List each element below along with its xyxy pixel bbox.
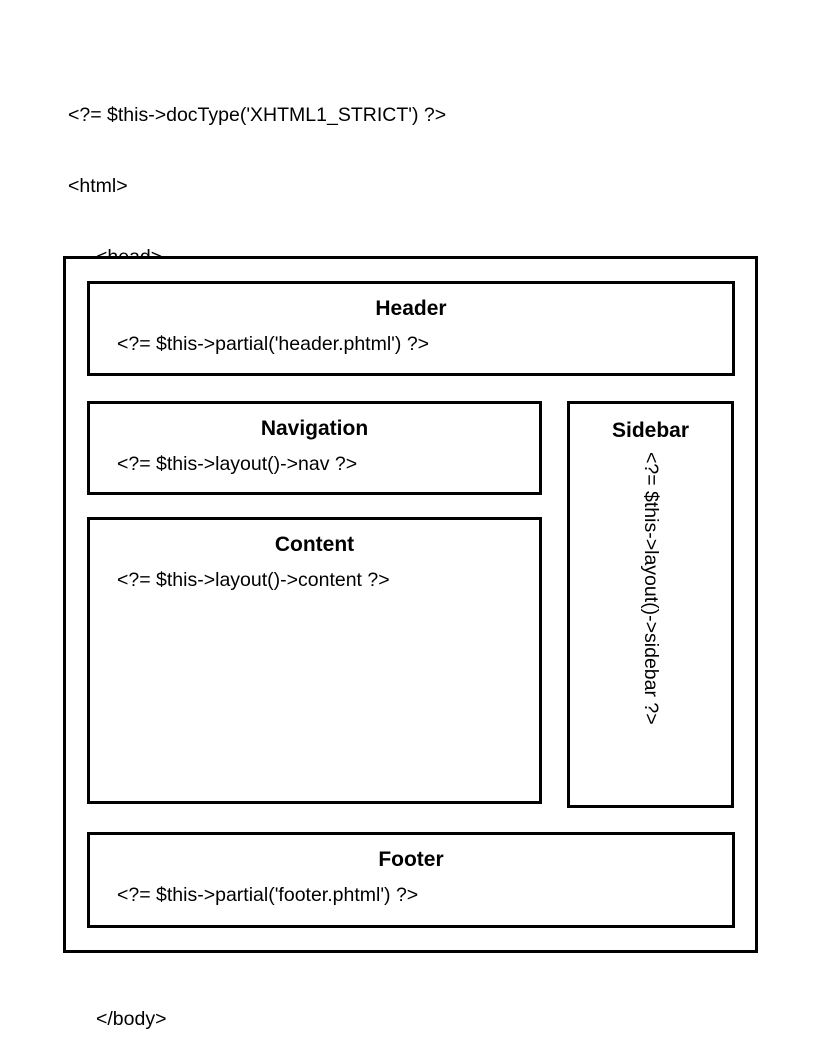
sidebar-region-title: Sidebar [611, 419, 690, 442]
navigation-region-box: Navigation <?= $this->layout()->nav ?> [87, 401, 542, 495]
navigation-region-code: <?= $this->layout()->nav ?> [117, 453, 358, 475]
sidebar-region-box: Sidebar <?= $this->layout()->sidebar ?> [567, 401, 734, 808]
footer-region-code: <?= $this->partial('footer.phtml') ?> [117, 884, 419, 906]
code-line-doctype: <?= $this->docType('XHTML1_STRICT') ?> [68, 104, 447, 127]
content-region-title: Content [274, 533, 355, 556]
header-region-box: Header <?= $this->partial('header.phtml'… [87, 281, 735, 376]
code-line-body-close: </body> [96, 1008, 167, 1031]
header-region-title: Header [375, 297, 447, 320]
code-below-diagram: </body> </html> [68, 961, 166, 1056]
footer-region-box: Footer <?= $this->partial('footer.phtml'… [87, 832, 735, 928]
body-layout-outer-box: Header <?= $this->partial('header.phtml'… [63, 256, 758, 953]
sidebar-region-code: <?= $this->layout()->sidebar ?> [640, 452, 662, 725]
header-region-code: <?= $this->partial('header.phtml') ?> [117, 333, 430, 355]
code-line-html-open: <html> [68, 174, 128, 197]
footer-region-title: Footer [378, 848, 444, 871]
navigation-region-title: Navigation [260, 417, 369, 440]
content-region-code: <?= $this->layout()->content ?> [117, 569, 390, 591]
content-region-box: Content <?= $this->layout()->content ?> [87, 517, 542, 804]
